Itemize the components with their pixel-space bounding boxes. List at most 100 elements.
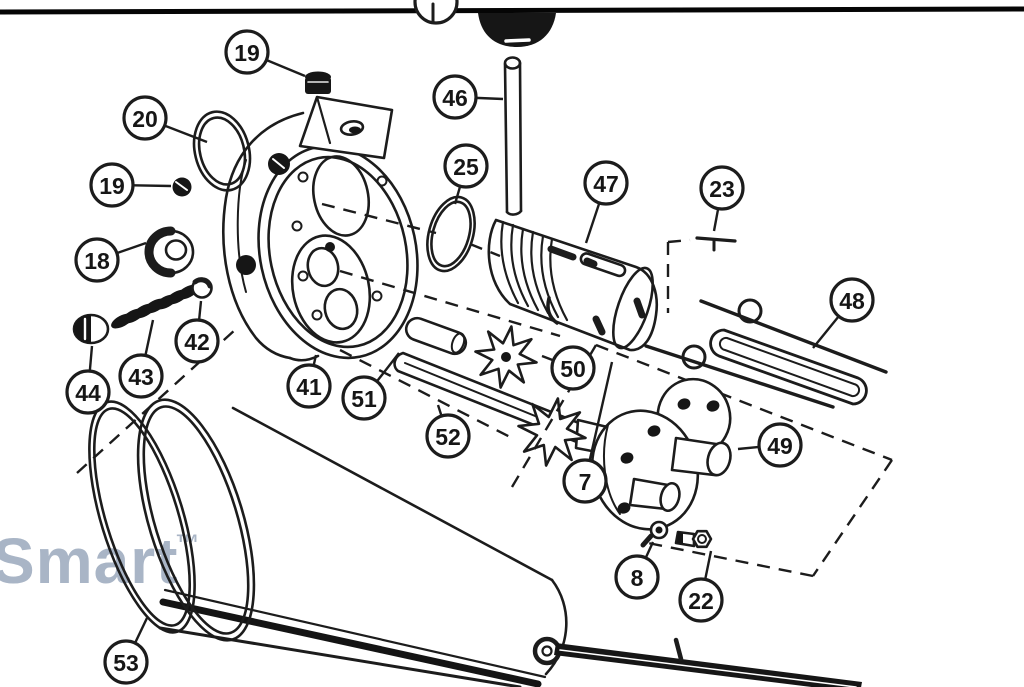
shaft-rod-art <box>554 643 862 687</box>
callout-leader-line <box>144 319 155 356</box>
callout-number: 7 <box>579 469 592 495</box>
callout-number: 23 <box>709 176 735 202</box>
callout-circle <box>562 458 608 504</box>
ball-19-art <box>172 177 192 197</box>
callout-leader-line <box>88 345 94 372</box>
callout-number: 53 <box>113 650 139 676</box>
callout-number: 41 <box>296 374 322 400</box>
cap-nut-19-art <box>305 71 331 94</box>
callout-number: 44 <box>75 380 101 406</box>
callout-leader-line <box>197 300 203 321</box>
callout-number: 47 <box>593 171 619 197</box>
watermark-text: Smart <box>0 525 179 597</box>
callout-51: 51 <box>341 352 400 421</box>
callout-number: 43 <box>128 364 154 390</box>
callout-22: 22 <box>678 550 724 623</box>
callout-20: 20 <box>122 95 208 144</box>
callout-43: 43 <box>118 319 164 399</box>
callout-number: 22 <box>688 588 714 614</box>
callout-number: 49 <box>767 433 793 459</box>
callout-49: 49 <box>737 422 803 468</box>
callout-circle <box>583 160 629 206</box>
valve-rod-46-art <box>503 56 523 216</box>
callout-leader-line <box>453 185 462 205</box>
callout-leader-line <box>164 124 208 144</box>
o-ring-25-art <box>426 195 476 273</box>
callout-53: 53 <box>103 617 149 685</box>
callout-circle <box>103 639 149 685</box>
callout-number: 19 <box>234 40 260 66</box>
callout-circle <box>443 143 489 189</box>
callout-number: 48 <box>839 288 865 314</box>
callout-leader-line <box>312 354 318 366</box>
callout-leader-line <box>737 445 760 451</box>
callout-19: 19 <box>224 29 306 78</box>
canister-art <box>88 398 862 687</box>
callout-circle <box>614 554 660 600</box>
callout-circle <box>678 577 724 623</box>
plug-44-art <box>72 313 110 345</box>
o-ring-53-art <box>88 400 196 634</box>
callout-leader-line <box>475 96 504 101</box>
callout-19: 19 <box>89 162 172 208</box>
rotor-47-art <box>487 218 658 352</box>
callout-leader-line <box>436 404 443 417</box>
callout-41: 41 <box>286 354 332 409</box>
ball-42-art <box>191 277 213 299</box>
callout-23: 23 <box>699 165 745 232</box>
callout-number: 51 <box>351 386 377 412</box>
wire-bail-48-art <box>644 298 888 409</box>
callout-circle <box>174 318 220 364</box>
callout-circle <box>757 422 803 468</box>
callout-46: 46 <box>432 74 504 120</box>
callout-circle <box>122 95 168 141</box>
callout-circle <box>432 74 478 120</box>
callout-44: 44 <box>65 345 111 415</box>
callout-leader-line <box>132 184 172 188</box>
o-ring-20-art <box>192 110 252 192</box>
top-border <box>0 6 1024 15</box>
callout-leader-line <box>375 352 400 383</box>
callout-circle <box>286 363 332 409</box>
callout-leader-line <box>116 241 147 255</box>
callout-50: 50 <box>541 345 596 391</box>
callout-circle <box>89 162 135 208</box>
callout-circle <box>224 29 270 75</box>
callout-25: 25 <box>443 143 489 205</box>
callout-circle <box>341 375 387 421</box>
screw-8-art <box>640 520 669 548</box>
retaining-pin-23-art <box>695 236 737 252</box>
callout-leader-line <box>265 58 306 78</box>
callout-circle <box>829 277 875 323</box>
callout-circle <box>425 413 471 459</box>
callout-number: 19 <box>99 173 125 199</box>
watermark: Smart™ <box>0 524 200 598</box>
callout-number: 20 <box>132 106 158 132</box>
bushing-18-art <box>144 226 195 278</box>
callout-number: 50 <box>560 356 586 382</box>
callout-number: 52 <box>435 424 461 450</box>
callout-42: 42 <box>174 300 220 364</box>
callout-circle <box>699 165 745 211</box>
callout-number: 18 <box>84 248 110 274</box>
callout-52: 52 <box>425 404 471 459</box>
callout-number: 42 <box>184 329 210 355</box>
callout-leader-line <box>704 550 713 580</box>
callout-circle <box>550 345 596 391</box>
callout-18: 18 <box>74 237 147 283</box>
pump-housing-art <box>222 71 419 362</box>
knob-dome-art <box>478 13 556 47</box>
callout-number: 8 <box>631 565 644 591</box>
callout-leader-line <box>588 361 614 461</box>
callout-leader-line <box>133 617 149 644</box>
callout-layer: 19 20 19 18 25 46 47 23 48 42 43 44 41 51 52 50 7 49 8 22 53 <box>65 29 875 685</box>
callout-leader-line <box>644 541 655 559</box>
callout-leader-line <box>812 315 840 349</box>
partial-top-callout <box>413 0 459 25</box>
end-plate-49-art <box>590 377 732 531</box>
callout-circle <box>65 369 111 415</box>
callout-8: 8 <box>614 541 660 600</box>
callout-7: 7 <box>562 361 614 504</box>
